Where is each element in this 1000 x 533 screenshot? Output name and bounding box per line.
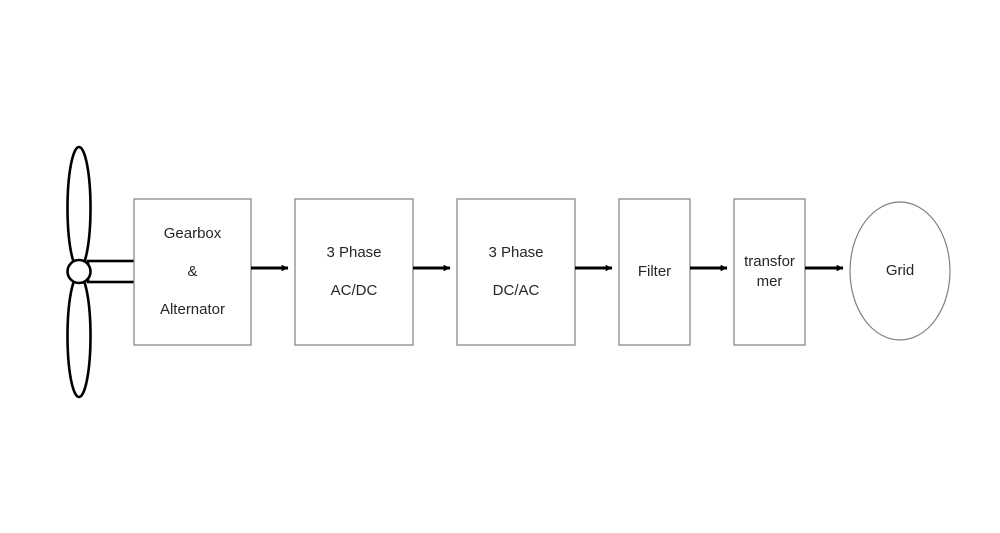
- block-transformer[interactable]: [733, 198, 806, 346]
- block-gearbox-alternator[interactable]: [133, 198, 252, 346]
- block-dc-ac-inverter[interactable]: [456, 198, 576, 346]
- block-grid[interactable]: [849, 201, 951, 341]
- turbine-shaft: [86, 259, 138, 284]
- block-ac-dc-converter[interactable]: [294, 198, 414, 346]
- turbine-blade-upper: [66, 145, 92, 271]
- turbine-blade-lower: [66, 273, 92, 399]
- block-filter[interactable]: [618, 198, 691, 346]
- turbine-hub: [66, 258, 92, 285]
